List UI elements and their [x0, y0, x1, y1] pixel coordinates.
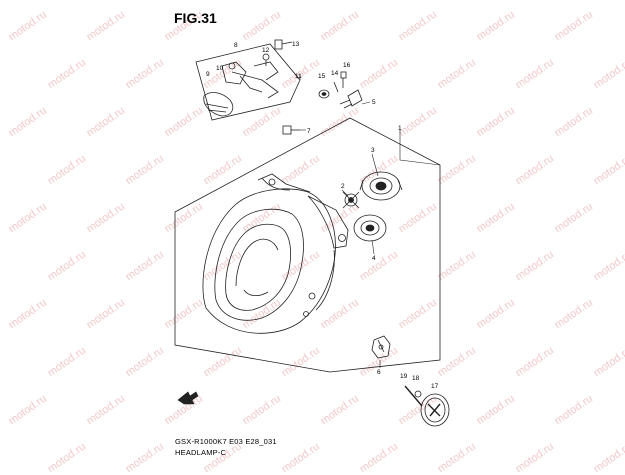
bulb-holder-2: [342, 191, 360, 209]
position-bulb-5: [339, 89, 363, 109]
assembly-boundary-box: [174, 117, 441, 373]
headlamp-lens: [214, 208, 304, 321]
callout-12: 12: [262, 47, 270, 54]
callout-17: 17: [431, 383, 439, 390]
small-parts-14-16: [318, 71, 347, 99]
callout-2: 2: [341, 183, 345, 190]
socket-6: [371, 335, 391, 359]
callout-14: 14: [331, 70, 339, 77]
callout-1: 1: [398, 125, 402, 132]
callout-11: 11: [295, 73, 302, 80]
bracket-parts: [203, 39, 293, 117]
callout-5: 5: [372, 99, 376, 106]
headlamp-housing: [202, 188, 336, 334]
bolt-7: [282, 125, 300, 135]
figure-code: GSX-R1000K7 E03 E28_031: [175, 437, 277, 446]
callout-13: 13: [292, 41, 300, 48]
front-arrow-icon: [177, 391, 199, 405]
callout-18: 18: [412, 375, 420, 382]
bulb-socket-3: [359, 171, 403, 201]
callout-4: 4: [372, 255, 376, 262]
callout-8: 8: [234, 42, 238, 49]
callout-6: 6: [377, 369, 381, 376]
callout-7: 7: [307, 128, 311, 135]
callout-15: 15: [318, 73, 326, 80]
callout-19: 19: [400, 373, 408, 380]
figure-name: HEADLAMP-C: [175, 448, 227, 457]
callout-16: 16: [343, 62, 351, 69]
cover-grommet-screw: [404, 385, 450, 427]
callout-9: 9: [206, 71, 210, 78]
bracket-group-frame: [195, 43, 301, 121]
callout-10: 10: [216, 65, 224, 72]
dust-cover-4: [353, 214, 387, 242]
callout-3: 3: [371, 147, 375, 154]
figure-title: FIG.31: [174, 10, 217, 26]
